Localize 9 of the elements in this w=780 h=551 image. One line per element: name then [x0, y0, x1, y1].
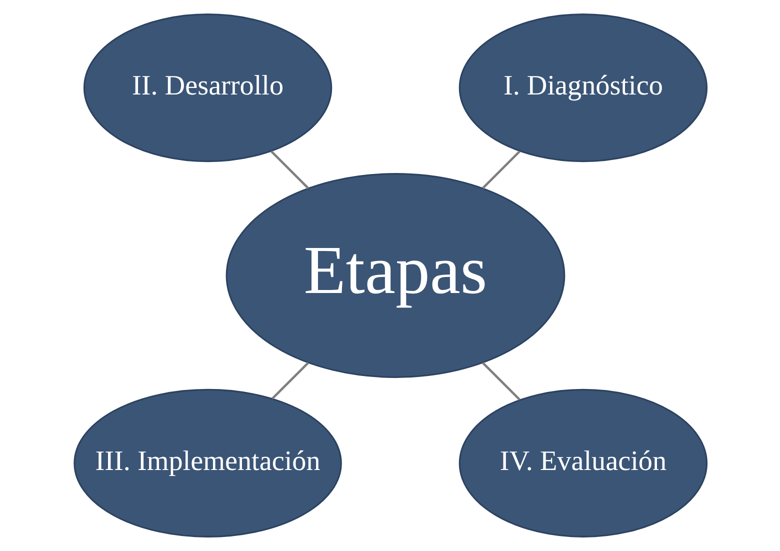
connector	[481, 362, 520, 401]
node-ellipse: IV. Evaluación	[458, 388, 708, 538]
connector	[270, 150, 309, 190]
connector	[481, 150, 520, 190]
connector	[271, 362, 309, 400]
node-ellipse: III. Implementación	[73, 388, 342, 538]
node-ellipse: I. Diagnóstico	[458, 14, 708, 162]
node-ellipse: II. Desarrollo	[82, 14, 332, 162]
node-ellipse: Etapas	[225, 173, 565, 378]
